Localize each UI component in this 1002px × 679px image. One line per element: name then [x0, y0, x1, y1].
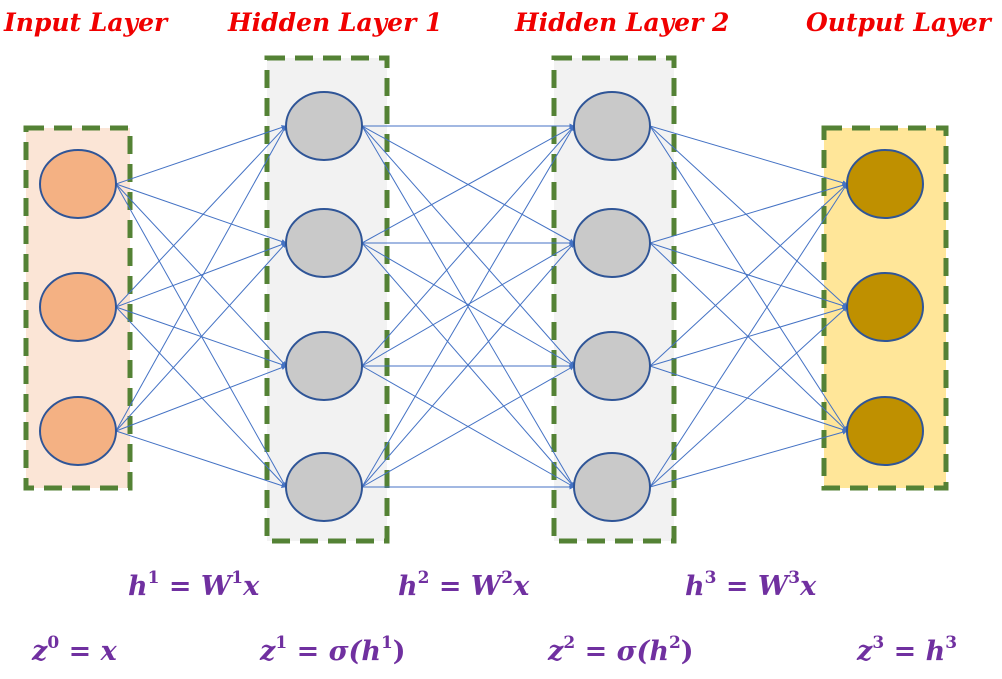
edge-hidden2-3-to-output-2 [649, 305, 848, 367]
edge-hidden2-3-to-output-3 [649, 365, 848, 432]
edge-hidden2-4-to-output-3 [649, 429, 848, 488]
hidden2-node-1 [573, 91, 651, 161]
edge-input-2-to-hidden1-2 [115, 242, 287, 308]
hidden-layer-2-title: Hidden Layer 2 [515, 8, 730, 37]
input-node-2 [39, 272, 117, 342]
output-node-2 [846, 272, 924, 342]
output-node-3 [846, 396, 924, 466]
input-layer-title: Input Layer [4, 8, 168, 37]
hidden1-node-3 [285, 331, 363, 401]
edge-hidden1-3-to-hidden2-2 [361, 242, 575, 367]
edge-hidden2-2-to-output-1 [649, 182, 848, 244]
edge-input-1-to-hidden1-2 [115, 183, 287, 244]
edge-hidden1-4-to-hidden2-1 [361, 125, 575, 488]
edge-hidden1-4-to-hidden2-2 [361, 242, 575, 488]
input-node-3 [39, 396, 117, 466]
hidden1-node-1 [285, 91, 363, 161]
equation-h3: h3 = W3x [685, 568, 817, 602]
edge-input-2-to-hidden1-1 [115, 125, 287, 308]
edge-input-1-to-hidden1-4 [115, 183, 287, 488]
edge-hidden2-1-to-output-3 [649, 125, 848, 432]
hidden2-node-3 [573, 331, 651, 401]
edge-input-3-to-hidden1-4 [115, 430, 287, 488]
edge-hidden2-4-to-output-2 [649, 306, 848, 488]
hidden2-node-4 [573, 452, 651, 522]
edge-hidden1-2-to-hidden2-1 [361, 125, 575, 244]
equation-z2: z2 = σ(h2) [548, 633, 694, 667]
edge-hidden2-3-to-output-1 [649, 183, 848, 367]
input-node-1 [39, 149, 117, 219]
equation-h2: h2 = W2x [398, 568, 530, 602]
edge-hidden2-4-to-output-1 [649, 183, 848, 488]
output-layer-title: Output Layer [806, 8, 991, 37]
edge-input-3-to-hidden1-2 [115, 242, 287, 432]
equation-z0: z0 = x [32, 633, 117, 667]
edge-input-1-to-hidden1-1 [115, 125, 287, 185]
hidden1-node-2 [285, 208, 363, 278]
equation-z3: z3 = h3 [857, 633, 958, 667]
equation-h1: h1 = W1x [128, 568, 260, 602]
edge-input-3-to-hidden1-3 [115, 365, 287, 432]
equation-z1: z1 = σ(h1) [260, 633, 406, 667]
edge-hidden1-4-to-hidden2-3 [361, 365, 575, 488]
output-node-1 [846, 149, 924, 219]
edge-input-3-to-hidden1-1 [115, 125, 287, 432]
hidden2-node-2 [573, 208, 651, 278]
hidden-layer-1-title: Hidden Layer 1 [228, 8, 443, 37]
edge-input-2-to-hidden1-4 [115, 306, 287, 488]
edge-hidden2-1-to-output-1 [649, 125, 848, 186]
edge-hidden1-3-to-hidden2-1 [361, 125, 575, 367]
edge-hidden2-1-to-output-2 [649, 125, 848, 308]
hidden1-node-4 [285, 452, 363, 522]
